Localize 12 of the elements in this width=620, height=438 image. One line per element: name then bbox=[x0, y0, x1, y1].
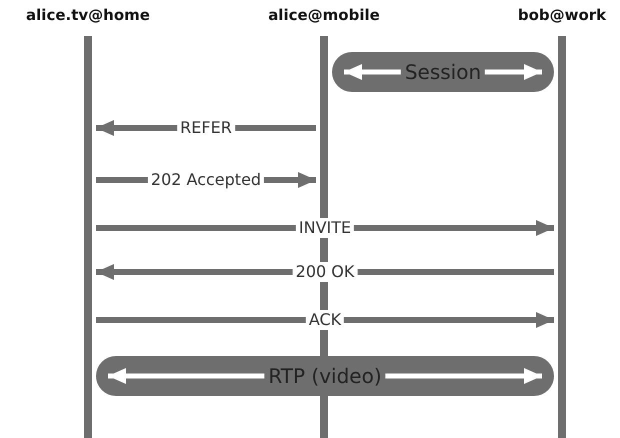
edge-label: Session bbox=[400, 62, 486, 82]
edge-label: INVITE bbox=[296, 218, 354, 238]
participant-name: bob@work bbox=[516, 6, 608, 24]
participant-name: alice.tv@home bbox=[25, 6, 151, 24]
arrow bbox=[96, 312, 554, 328]
edge-label: 200 OK bbox=[292, 262, 358, 282]
edge-label: 202 Accepted bbox=[148, 170, 264, 190]
band-arrow bbox=[96, 356, 554, 396]
participant-name: alice@mobile bbox=[267, 6, 381, 24]
edge-label: ACK bbox=[306, 310, 344, 330]
edge-label: RTP (video) bbox=[264, 366, 386, 386]
arrow bbox=[96, 220, 554, 236]
